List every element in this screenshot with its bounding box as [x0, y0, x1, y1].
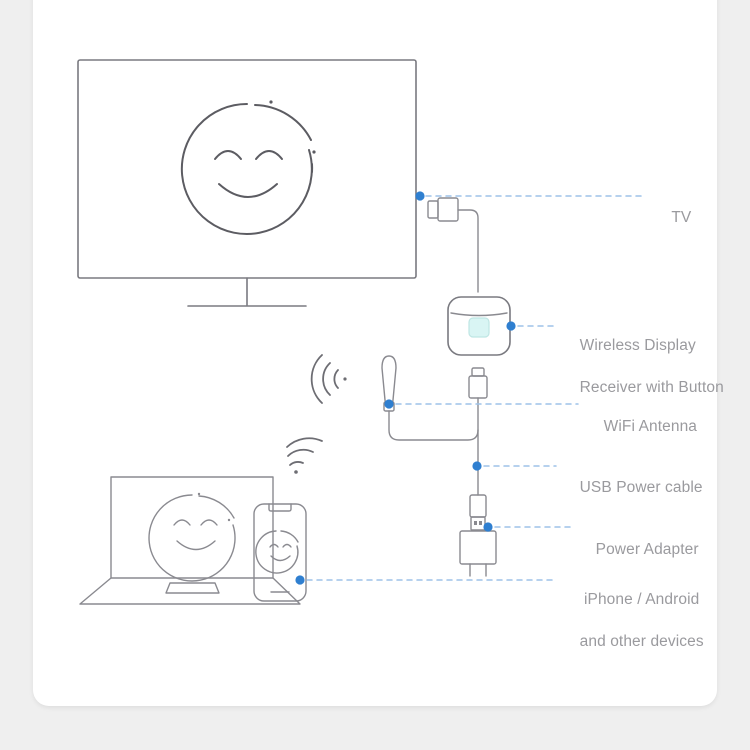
usb-plug-receiver — [468, 367, 488, 496]
tv-device — [77, 59, 417, 307]
callout-label-mobile-devices-line2: and other devices — [579, 633, 704, 650]
callout-label-tv-line1: TV — [671, 209, 692, 226]
callout-label-usb-cable-line1: USB Power cable — [579, 479, 703, 496]
receiver-button — [468, 317, 490, 338]
callout-label-tv: TV — [654, 186, 691, 249]
callout-dot-tv — [415, 191, 425, 201]
callout-label-mobile-devices: iPhone / Android and other devices — [562, 568, 704, 673]
laptop-device — [79, 476, 301, 605]
callout-dot-mobile-devices — [295, 575, 305, 585]
callout-label-receiver: Wireless Display Receiver with Button — [562, 314, 724, 419]
callout-dot-receiver — [506, 321, 516, 331]
callout-label-mobile-devices-line1: iPhone / Android — [583, 591, 700, 608]
power-adapter-device — [459, 494, 497, 577]
callout-label-receiver-line1: Wireless Display — [579, 337, 696, 354]
hdmi-connector — [427, 197, 479, 293]
callout-dot-power-adapter — [483, 522, 493, 532]
callout-label-antenna-line1: WiFi Antenna — [603, 418, 698, 435]
callout-label-power-adapter: Power Adapter — [578, 518, 699, 581]
callout-label-power-adapter-line1: Power Adapter — [595, 541, 699, 558]
callout-label-antenna: WiFi Antenna — [586, 395, 697, 458]
callout-label-usb-cable: USB Power cable — [562, 456, 703, 519]
wifi-antenna-device — [310, 354, 479, 441]
phone-device — [253, 503, 307, 602]
wifi-signal-icon — [286, 437, 323, 474]
laptop-smiley-icon — [148, 492, 236, 582]
wireless-receiver-device — [447, 296, 511, 356]
callout-dot-antenna — [384, 399, 394, 409]
callout-leaders — [295, 191, 646, 585]
phone-smiley-icon — [255, 530, 299, 574]
product-image-card — [33, 0, 717, 706]
callout-label-receiver-line2: Receiver with Button — [579, 379, 724, 396]
callout-dot-usb-cable — [472, 461, 482, 471]
antenna-signal-waves — [310, 354, 347, 404]
tv-smiley-icon — [180, 100, 316, 235]
